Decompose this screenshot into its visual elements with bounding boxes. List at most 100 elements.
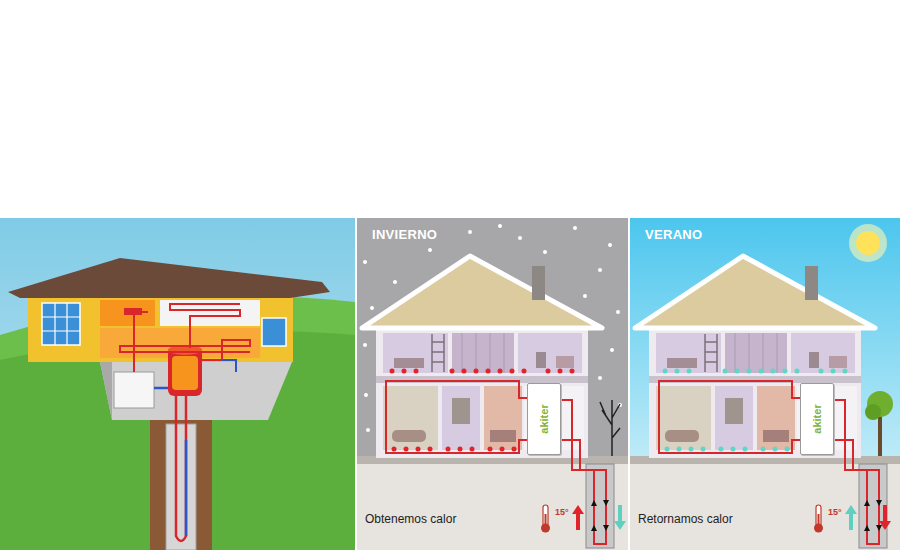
winter-scene <box>546 369 551 374</box>
winter-scene <box>458 447 463 452</box>
temperature-label: 15° <box>555 507 569 517</box>
geothermal-house-illustration <box>0 218 355 550</box>
winter-scene <box>357 218 628 550</box>
winter-scene <box>446 447 451 452</box>
winter-scene <box>392 447 397 452</box>
winter-scene <box>404 447 409 452</box>
geothermal-house-illustration <box>150 420 212 550</box>
winter-scene <box>366 428 370 432</box>
geothermal-house-illustration <box>0 297 355 550</box>
winter-scene <box>498 224 502 228</box>
brand-logo: akiter <box>811 404 823 433</box>
summer-scene <box>814 505 823 533</box>
geothermal-house-illustration <box>0 331 355 550</box>
winter-scene <box>616 310 620 314</box>
geothermal-house-illustration <box>170 304 240 348</box>
geothermal-house-illustration <box>8 258 330 298</box>
summer-scene <box>856 231 880 255</box>
winter-scene <box>450 369 455 374</box>
winter-scene <box>573 226 577 230</box>
summer-scene <box>879 505 891 530</box>
panel-heading: VERANO <box>645 227 702 242</box>
winter-scene <box>610 348 614 352</box>
winter-scene <box>486 369 491 374</box>
summer-scene <box>665 447 670 452</box>
temperature-label: 15° <box>828 507 842 517</box>
panel-caption: Obtenemos calor <box>365 512 456 526</box>
winter-scene <box>500 447 505 452</box>
summer-scene <box>845 505 857 530</box>
winter-scene <box>362 256 609 544</box>
summer-scene <box>743 447 748 452</box>
winter-scene <box>416 447 421 452</box>
summer-scene <box>783 369 788 374</box>
winter-scene <box>470 447 475 452</box>
summer-scene <box>701 447 706 452</box>
winter-scene <box>393 280 397 284</box>
summer-scene <box>831 369 836 374</box>
season-panel: INVIERNOObtenemos calorakiter <box>357 218 628 550</box>
winter-scene <box>518 236 522 240</box>
winter-scene <box>541 505 550 533</box>
winter-scene <box>583 294 587 298</box>
summer-scene <box>689 447 694 452</box>
geothermal-house-illustration <box>42 330 80 331</box>
geothermal-house-illustration <box>134 312 148 372</box>
summer-scene <box>759 369 764 374</box>
geothermal-house-illustration <box>124 308 142 315</box>
geothermal-house-illustration <box>185 440 188 536</box>
panel-caption: Retornamos calor <box>638 512 733 526</box>
geothermal-house-illustration <box>66 303 67 345</box>
winter-scene <box>370 306 374 310</box>
geothermal-house-illustration <box>168 348 202 396</box>
winter-scene <box>474 369 479 374</box>
winter-scene <box>600 400 620 456</box>
summer-scene <box>761 447 766 452</box>
summer-scene <box>677 447 682 452</box>
summer-scene <box>865 404 881 420</box>
winter-scene <box>468 230 472 234</box>
winter-scene <box>522 369 527 374</box>
summer-scene <box>819 369 824 374</box>
winter-scene <box>462 369 467 374</box>
winter-scene <box>558 369 563 374</box>
summer-scene <box>735 369 740 374</box>
winter-scene <box>363 343 367 347</box>
geothermal-house-illustration <box>114 372 154 408</box>
summer-scene <box>663 369 668 374</box>
winter-scene <box>488 447 493 452</box>
summer-scene <box>849 224 887 262</box>
summer-scene <box>630 218 900 550</box>
heat-pump-unit: akiter <box>800 383 834 455</box>
brand-logo: akiter <box>538 404 550 433</box>
summer-scene <box>843 369 848 374</box>
winter-scene <box>598 376 602 380</box>
winter-scene <box>510 369 515 374</box>
summer-scene <box>675 369 680 374</box>
winter-scene <box>402 369 407 374</box>
winter-scene <box>428 248 432 252</box>
geothermal-house-illustration <box>120 340 250 360</box>
winter-scene <box>364 393 368 397</box>
geothermal-house-illustration <box>42 316 80 317</box>
summer-scene <box>687 369 692 374</box>
winter-scene <box>570 369 575 374</box>
winter-scene <box>512 447 517 452</box>
heat-pump-unit: akiter <box>527 383 561 455</box>
winter-scene <box>572 505 584 530</box>
summer-scene <box>747 369 752 374</box>
geothermal-house-illustration <box>100 362 112 420</box>
geothermal-house-illustration <box>154 387 168 390</box>
summer-scene <box>731 447 736 452</box>
winter-scene <box>543 250 547 254</box>
geothermal-house-illustration <box>100 328 260 358</box>
summer-scene <box>773 447 778 452</box>
geothermal-house-illustration <box>42 303 80 345</box>
winter-scene <box>414 369 419 374</box>
geothermal-house-illustration <box>262 318 286 346</box>
geothermal-house-illustration <box>0 218 355 550</box>
winter-scene <box>428 447 433 452</box>
geothermal-house-illustration <box>28 296 293 362</box>
